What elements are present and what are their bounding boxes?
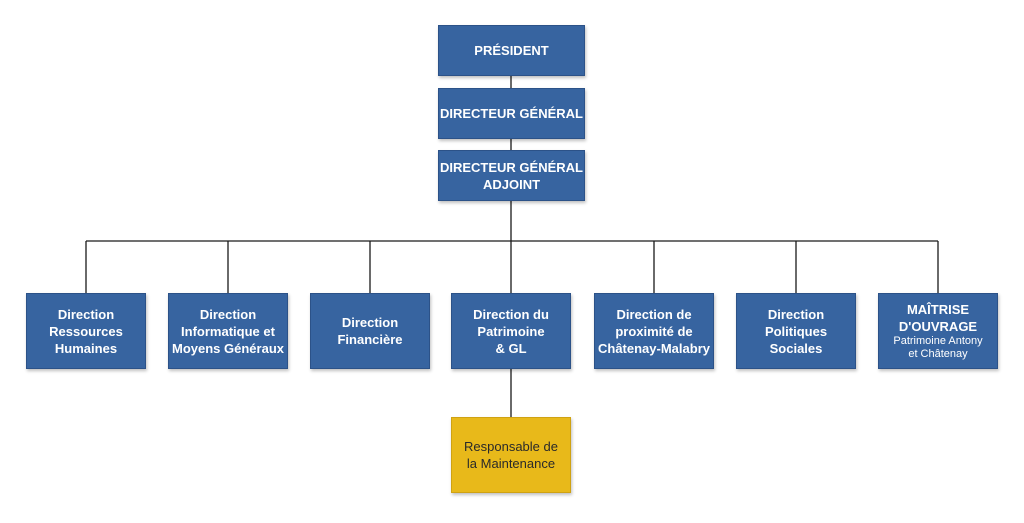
direction-1-line-3: Humaines bbox=[54, 340, 118, 356]
maintenance-line-2: la Maintenance bbox=[466, 456, 556, 471]
direction-ressources-humaines-box: Direction Ressources Humaines bbox=[26, 293, 146, 369]
president-label: PRÉSIDENT bbox=[474, 43, 549, 58]
direction-4-line-2: Patrimoine bbox=[477, 323, 545, 339]
maitrise-ouvrage-box: MAÎTRISE D'OUVRAGE Patrimoine Antony et … bbox=[878, 293, 998, 369]
direction-patrimoine-box: Direction du Patrimoine & GL bbox=[451, 293, 571, 369]
direction-2-line-2: Informatique et bbox=[181, 323, 275, 339]
direction-2-line-3: Moyens Généraux bbox=[172, 340, 284, 356]
directeur-general-box: DIRECTEUR GÉNÉRAL bbox=[438, 88, 585, 139]
responsable-maintenance-box: Responsable de la Maintenance bbox=[451, 417, 571, 493]
direction-6-line-2: Politiques bbox=[764, 323, 828, 339]
direction-7-sub-line-1: Patrimoine Antony bbox=[893, 335, 983, 347]
maintenance-line-1: Responsable de bbox=[464, 439, 558, 454]
direction-3-line-2: Financière bbox=[337, 332, 403, 347]
direction-politiques-sociales-box: Direction Politiques Sociales bbox=[736, 293, 856, 369]
president-box: PRÉSIDENT bbox=[438, 25, 585, 76]
direction-5-line-1: Direction de bbox=[616, 306, 692, 322]
directeur-general-label: DIRECTEUR GÉNÉRAL bbox=[439, 106, 583, 121]
direction-proximite-box: Direction de proximité de Châtenay-Malab… bbox=[594, 293, 714, 369]
direction-5-line-3: Châtenay-Malabry bbox=[598, 340, 710, 356]
direction-1-line-2: Ressources bbox=[49, 323, 123, 339]
direction-7-line-2: D'OUVRAGE bbox=[898, 319, 978, 334]
direction-1-line-1: Direction bbox=[57, 306, 115, 322]
direction-7-sub-line-2: et Châtenay bbox=[908, 348, 968, 360]
direction-7-line-1: MAÎTRISE bbox=[906, 302, 970, 317]
direction-6-line-1: Direction bbox=[767, 306, 825, 322]
direction-4-line-3: & GL bbox=[495, 340, 527, 356]
direction-5-line-2: proximité de bbox=[615, 323, 693, 339]
direction-6-line-3: Sociales bbox=[769, 340, 823, 356]
dga-label-line-2: ADJOINT bbox=[482, 176, 541, 192]
directeur-general-adjoint-box: DIRECTEUR GÉNÉRAL ADJOINT bbox=[438, 150, 585, 201]
direction-financiere-box: Direction Financière bbox=[310, 293, 430, 369]
direction-2-line-1: Direction bbox=[199, 306, 257, 322]
dga-label-line-1: DIRECTEUR GÉNÉRAL bbox=[439, 159, 583, 175]
direction-3-line-1: Direction bbox=[341, 315, 399, 330]
direction-informatique-box: Direction Informatique et Moyens Générau… bbox=[168, 293, 288, 369]
direction-4-line-1: Direction du bbox=[473, 306, 549, 322]
